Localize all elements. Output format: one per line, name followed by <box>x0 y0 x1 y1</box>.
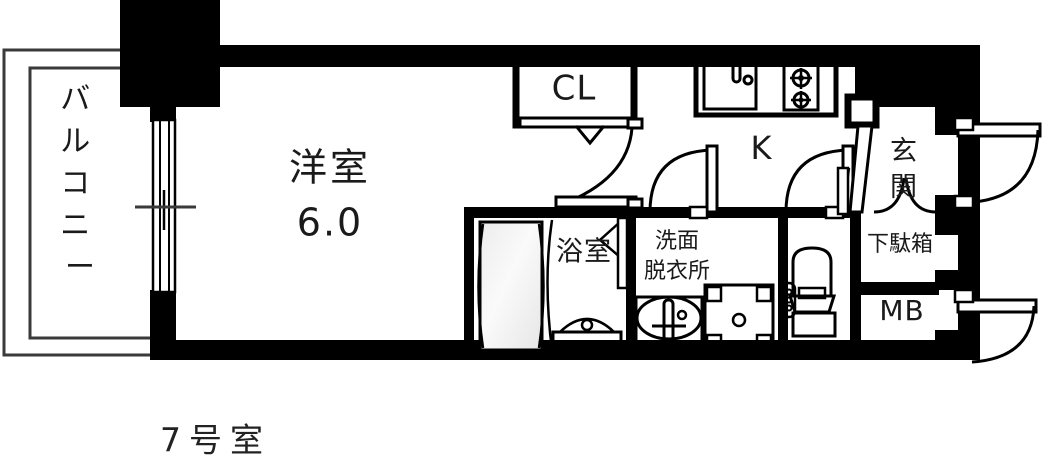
closet-label: CL <box>552 69 597 109</box>
wash-basin <box>634 295 704 351</box>
bathroom-label: 浴室 <box>556 237 612 268</box>
entrance-label: 玄関 <box>890 136 918 203</box>
unit-number-label: 7号室 <box>160 421 271 460</box>
washroom-door <box>648 144 719 220</box>
washing-machine-pan <box>703 283 775 353</box>
entrance-area <box>836 93 937 216</box>
meter-box-door[interactable] <box>953 288 1038 364</box>
toilet <box>781 246 837 338</box>
balcony-label: バ ル コ ニ ー <box>60 82 100 285</box>
shoe-cabinet-label: 下駄箱 <box>867 232 933 257</box>
washroom-label-line1: 洗面 <box>655 229 699 254</box>
washroom-fixtures <box>634 283 775 353</box>
kitchen-label: K <box>751 129 773 167</box>
bathtub <box>477 220 545 352</box>
washroom-label-line2: 脱衣所 <box>644 259 710 284</box>
western-room-area: 6.0 <box>297 201 363 245</box>
bathroom-fixtures <box>477 216 629 354</box>
western-room-label: 洋室 <box>289 146 371 190</box>
kitchen-counter <box>693 54 839 118</box>
balcony-sliding-door[interactable] <box>135 118 196 294</box>
kitchen-sink <box>702 54 758 111</box>
closet-structure <box>512 53 644 210</box>
meter-box-label: MB <box>879 294 924 327</box>
entrance-door[interactable] <box>953 116 1042 210</box>
gas-stove <box>782 61 820 112</box>
bathroom-sink <box>551 317 623 354</box>
